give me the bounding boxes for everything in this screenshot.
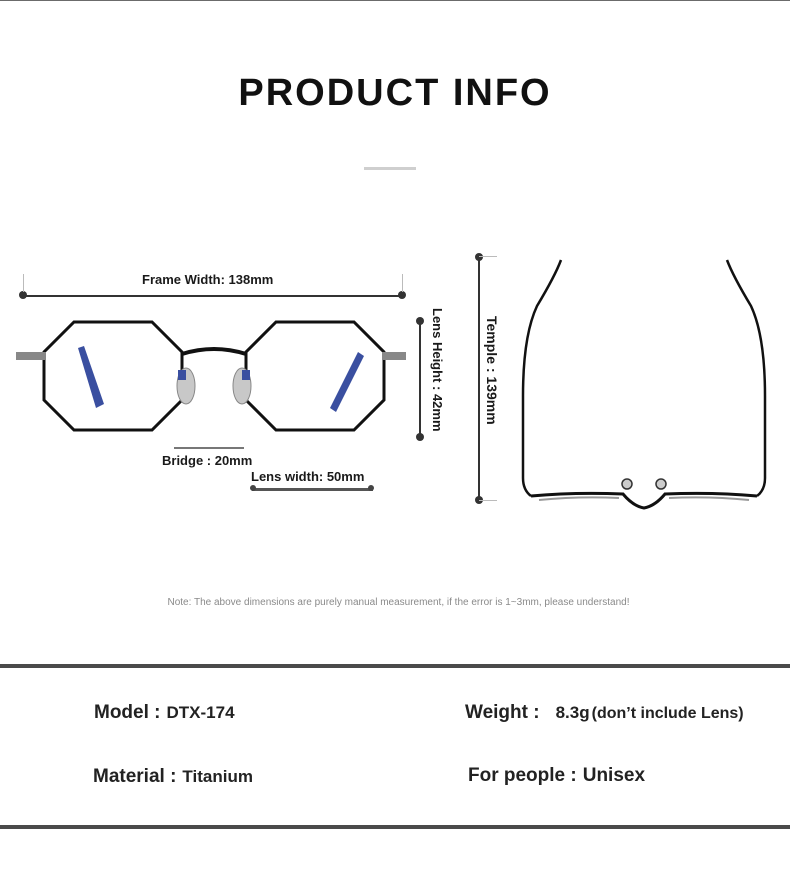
title-divider: [364, 167, 416, 170]
model-value: DTX-174: [166, 703, 235, 722]
material-value: Titanium: [182, 767, 253, 786]
frame-width-tick-left: [23, 274, 24, 292]
people-value: Unisex: [582, 765, 646, 786]
glasses-top-view: [521, 259, 767, 510]
specs-top-rule: [0, 664, 790, 668]
lens-width-line: [252, 488, 373, 491]
lens-height-dot-bottom: [416, 433, 424, 441]
temple-tick-bottom: [479, 500, 497, 501]
material-label: Material :: [93, 766, 177, 787]
frame-width-line: [23, 295, 403, 297]
left-hinge: [16, 352, 46, 360]
weight-value: 8.3g: [555, 703, 590, 722]
lens-width-dot-right: [368, 485, 374, 491]
right-lens: [244, 320, 386, 432]
frame-width-dot-right: [398, 291, 406, 299]
lens-width-label: Lens width: 50mm: [251, 469, 365, 484]
top-front-frame: [530, 491, 758, 510]
specs-bottom-rule: [0, 825, 790, 829]
spec-material: Material : Titanium: [93, 766, 253, 788]
spec-people: For people :Unisex: [468, 765, 645, 787]
spec-model: Model : DTX-174: [94, 702, 235, 724]
top-border: [0, 0, 790, 1]
left-lens: [42, 320, 184, 432]
temple-dot-top: [475, 253, 483, 261]
spec-weight: Weight : 8.3g(don’t include Lens): [465, 702, 744, 724]
model-label: Model :: [94, 702, 161, 723]
lens-height-dot-top: [416, 317, 424, 325]
lens-width-dot-left: [250, 485, 256, 491]
temple-label: Temple : 139mm: [484, 316, 500, 425]
top-right-nose-pad: [655, 478, 667, 490]
right-temple-tip: [330, 352, 364, 412]
top-left-nose-pad: [621, 478, 633, 490]
bridge-line: [174, 447, 244, 449]
left-temple-tip: [78, 346, 104, 408]
glasses-front-view: [16, 320, 406, 432]
top-left-temple: [521, 259, 563, 497]
frame-width-tick-right: [402, 274, 403, 292]
right-pad-arm: [242, 370, 250, 380]
temple-line: [478, 257, 480, 500]
bridge: [181, 347, 247, 356]
lens-height-label: Lens Height : 42mm: [430, 308, 445, 432]
right-hinge: [382, 352, 406, 360]
weight-label: Weight :: [465, 702, 540, 723]
frame-width-dot-left: [19, 291, 27, 299]
top-lens-edge: [538, 496, 750, 501]
bridge-label: Bridge : 20mm: [162, 453, 253, 468]
temple-tick-top: [479, 256, 497, 257]
left-pad-arm: [178, 370, 186, 380]
lens-height-line: [419, 321, 421, 438]
measurement-note: Note: The above dimensions are purely ma…: [167, 597, 630, 608]
top-right-temple: [725, 259, 767, 497]
page-title: PRODUCT INFO: [238, 72, 552, 114]
people-label: For people :: [468, 765, 577, 786]
weight-extra: (don’t include Lens): [591, 705, 744, 722]
frame-width-label: Frame Width: 138mm: [142, 272, 274, 287]
